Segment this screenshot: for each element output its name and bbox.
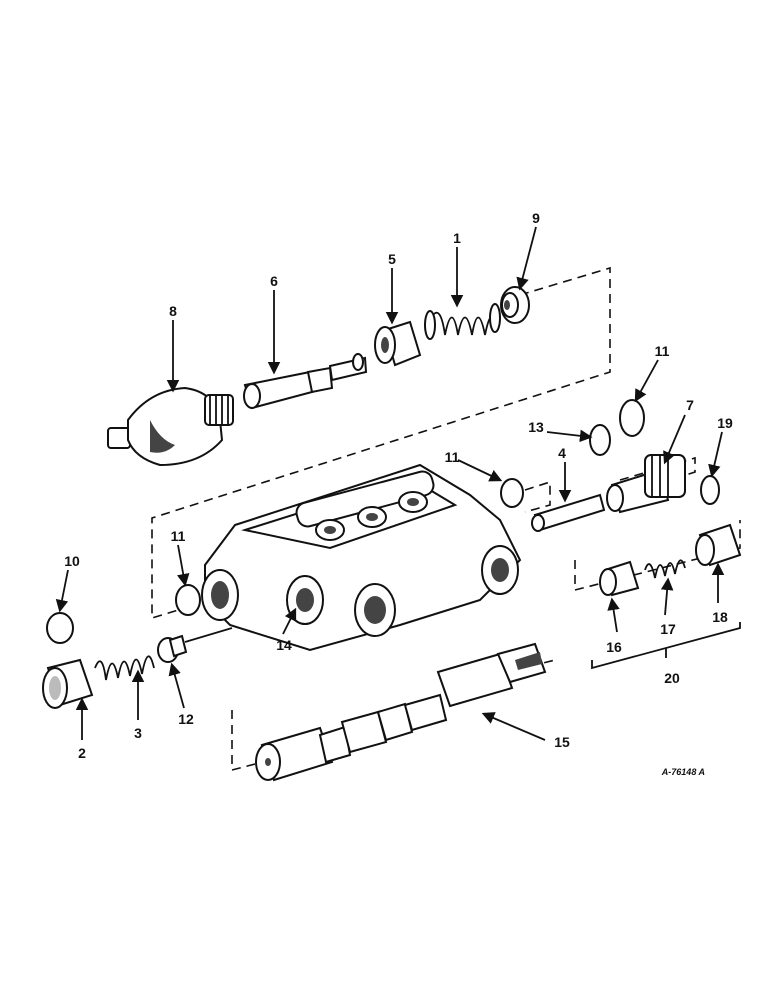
part-7-check-valve (606, 454, 686, 514)
part-17-spring (644, 559, 686, 579)
callout-14: 14 (276, 637, 292, 653)
callout-18: 18 (712, 609, 728, 625)
leader-arrows (55, 226, 725, 741)
callout-5: 5 (388, 251, 396, 267)
part-19-o-ring (700, 475, 720, 505)
callout-20: 20 (664, 670, 680, 686)
callout-11-top: 11 (655, 343, 670, 359)
callout-13: 13 (528, 419, 544, 435)
part-2-plug (42, 658, 94, 709)
callout-10: 10 (64, 553, 80, 569)
callout-labels: 1 2 3 4 5 6 7 8 9 10 11 11 11 12 13 14 1… (64, 210, 733, 761)
callout-8: 8 (169, 303, 177, 319)
part-16-poppet (599, 560, 640, 597)
drawing-reference: A-76148 A (661, 767, 705, 777)
callout-16: 16 (606, 639, 622, 655)
callout-15: 15 (554, 734, 570, 750)
part-11-o-ring-mid (500, 478, 524, 508)
callout-1: 1 (453, 230, 461, 246)
part-13-o-ring (589, 424, 611, 456)
part-1-spring (424, 303, 501, 340)
part-6-valve-stem (243, 353, 368, 410)
part-4-pin (531, 493, 606, 532)
part-15-spool (255, 642, 547, 782)
part-5-bushing (374, 320, 422, 367)
callout-7: 7 (686, 397, 694, 413)
callout-11-left: 11 (171, 528, 186, 544)
part-10-o-ring (46, 612, 74, 644)
callout-11-mid: 11 (445, 449, 460, 465)
callout-12: 12 (178, 711, 194, 727)
part-12-pilot (157, 627, 233, 663)
part-11-o-ring-left (175, 584, 201, 616)
part-14-valve-body (201, 463, 522, 652)
part-3-spring (94, 655, 155, 681)
callout-2: 2 (78, 745, 86, 761)
part-18-cap (695, 523, 742, 567)
part-11-o-ring-top (619, 399, 645, 437)
callout-6: 6 (270, 273, 278, 289)
part-8-valve-cap (107, 386, 234, 467)
callout-17: 17 (660, 621, 676, 637)
part-9-washer (500, 286, 530, 324)
callout-19: 19 (717, 415, 733, 431)
callout-9: 9 (532, 210, 540, 226)
callout-3: 3 (134, 725, 142, 741)
callout-4: 4 (558, 445, 566, 461)
